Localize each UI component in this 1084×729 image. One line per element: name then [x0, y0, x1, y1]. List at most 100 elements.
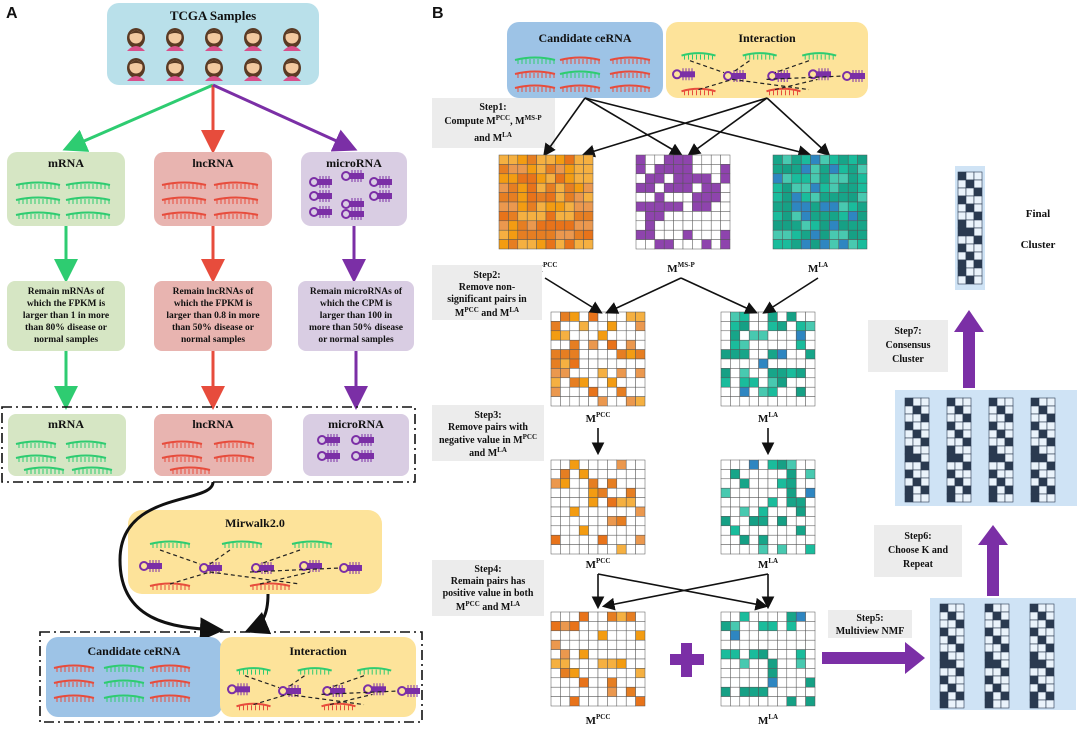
cluster-cell — [965, 227, 975, 237]
final-cluster-line2: Cluster — [1021, 239, 1056, 251]
matrix-cell — [777, 349, 788, 360]
matrix-cell — [829, 201, 840, 212]
matrix-cell — [607, 321, 618, 332]
rna-strand-icon — [213, 181, 259, 189]
cluster-cell — [965, 243, 975, 253]
cluster-cell — [946, 477, 956, 487]
interaction-box-a — [220, 637, 416, 717]
matrix-cell — [758, 321, 769, 332]
cluster-cell — [992, 691, 1002, 701]
matrix-cell — [777, 330, 788, 341]
interaction-title-a: Interaction — [289, 644, 347, 658]
cluster-cell — [984, 627, 994, 637]
nmf-cluster-matrices — [939, 603, 1055, 709]
matrix-cell — [829, 164, 840, 175]
cluster-cell — [946, 397, 956, 407]
cluster-cell — [946, 405, 956, 415]
matrix-cell — [748, 349, 759, 360]
matrix-cell — [767, 506, 778, 517]
matrix-cell — [739, 459, 750, 470]
matrix-cell — [635, 525, 646, 536]
matrix-cell — [692, 201, 703, 212]
cluster-cell — [904, 421, 914, 431]
matrix-cell — [720, 396, 731, 407]
matrix-cell — [597, 311, 608, 322]
matrix-cell — [857, 173, 868, 184]
matrix-cell — [635, 497, 646, 508]
matrix-cell — [767, 478, 778, 489]
matrix-cell — [786, 321, 797, 332]
matrix-cell — [777, 459, 788, 470]
matrix-cell — [588, 349, 599, 360]
matrix-cell — [597, 525, 608, 536]
cluster-cell — [1045, 611, 1055, 621]
cluster-cell — [992, 699, 1002, 709]
svg-text:Step1:: Step1: — [479, 102, 506, 113]
matrix-cell — [560, 321, 571, 332]
matrix-cell — [597, 377, 608, 388]
cluster-cell — [973, 211, 983, 221]
matrix-cell — [578, 525, 589, 536]
matrix-cell — [545, 201, 556, 212]
cluster-cell — [992, 603, 1002, 613]
cluster-cell — [955, 611, 965, 621]
matrix-cell — [838, 173, 849, 184]
matrix-cell — [578, 478, 589, 489]
cluster-cell — [957, 187, 967, 197]
cluster-cell — [996, 485, 1006, 495]
matrix-cell — [550, 358, 561, 369]
matrix-cell — [786, 497, 797, 508]
matrix-cell — [555, 164, 566, 175]
step3-box — [432, 405, 544, 461]
matrix-cell — [597, 396, 608, 407]
cluster-cell — [939, 635, 949, 645]
matrix-cell — [795, 696, 806, 707]
matrix-cell — [720, 630, 731, 641]
matrix-cell — [819, 173, 830, 184]
matrix-cell — [550, 349, 561, 360]
matrix-cell — [555, 229, 566, 240]
matrix-cell — [560, 358, 571, 369]
matrix-cell — [730, 358, 741, 369]
matrix-cell — [625, 630, 636, 641]
rna-strand-icon — [15, 440, 57, 448]
matrix-cell — [777, 321, 788, 332]
step5-line1: Step5: — [856, 613, 883, 624]
matrix-cell — [564, 154, 575, 165]
cluster-cell — [957, 171, 967, 181]
microrna-icon — [351, 434, 374, 446]
matrix-cell — [498, 229, 509, 240]
matrix-cell — [701, 229, 712, 240]
matrix-cell — [777, 506, 788, 517]
matrix-cell — [748, 639, 759, 650]
step1-arrows — [543, 97, 831, 158]
matrix-cell — [739, 311, 750, 322]
microrna-icon — [341, 170, 364, 182]
cluster-cell — [1029, 691, 1039, 701]
matrix-cell — [498, 220, 509, 231]
matrix-cell — [616, 368, 627, 379]
cluster-cell — [1000, 651, 1010, 661]
microrna-icon — [369, 190, 392, 202]
matrix-cell — [805, 516, 816, 527]
matrix-cell — [758, 621, 769, 632]
cluster-cell — [1029, 659, 1039, 669]
matrix-cell — [777, 487, 788, 498]
matrix-cell — [498, 164, 509, 175]
matrix-cell — [701, 239, 712, 250]
matrix-cell — [758, 630, 769, 641]
cluster-cell — [1004, 445, 1014, 455]
matrix-cell — [607, 696, 618, 707]
cluster-cell — [965, 267, 975, 277]
cluster-cell — [1046, 453, 1056, 463]
cluster-cell — [1004, 469, 1014, 479]
cluster-cell — [1030, 413, 1040, 423]
cluster-cell — [1004, 405, 1014, 415]
matrix-cell — [588, 339, 599, 350]
matrix-cell — [578, 487, 589, 498]
matrix-cell — [795, 639, 806, 650]
interaction-box-b — [666, 22, 868, 98]
matrix-cell — [597, 487, 608, 498]
cluster-cell — [1004, 477, 1014, 487]
matrix-cell — [550, 487, 561, 498]
